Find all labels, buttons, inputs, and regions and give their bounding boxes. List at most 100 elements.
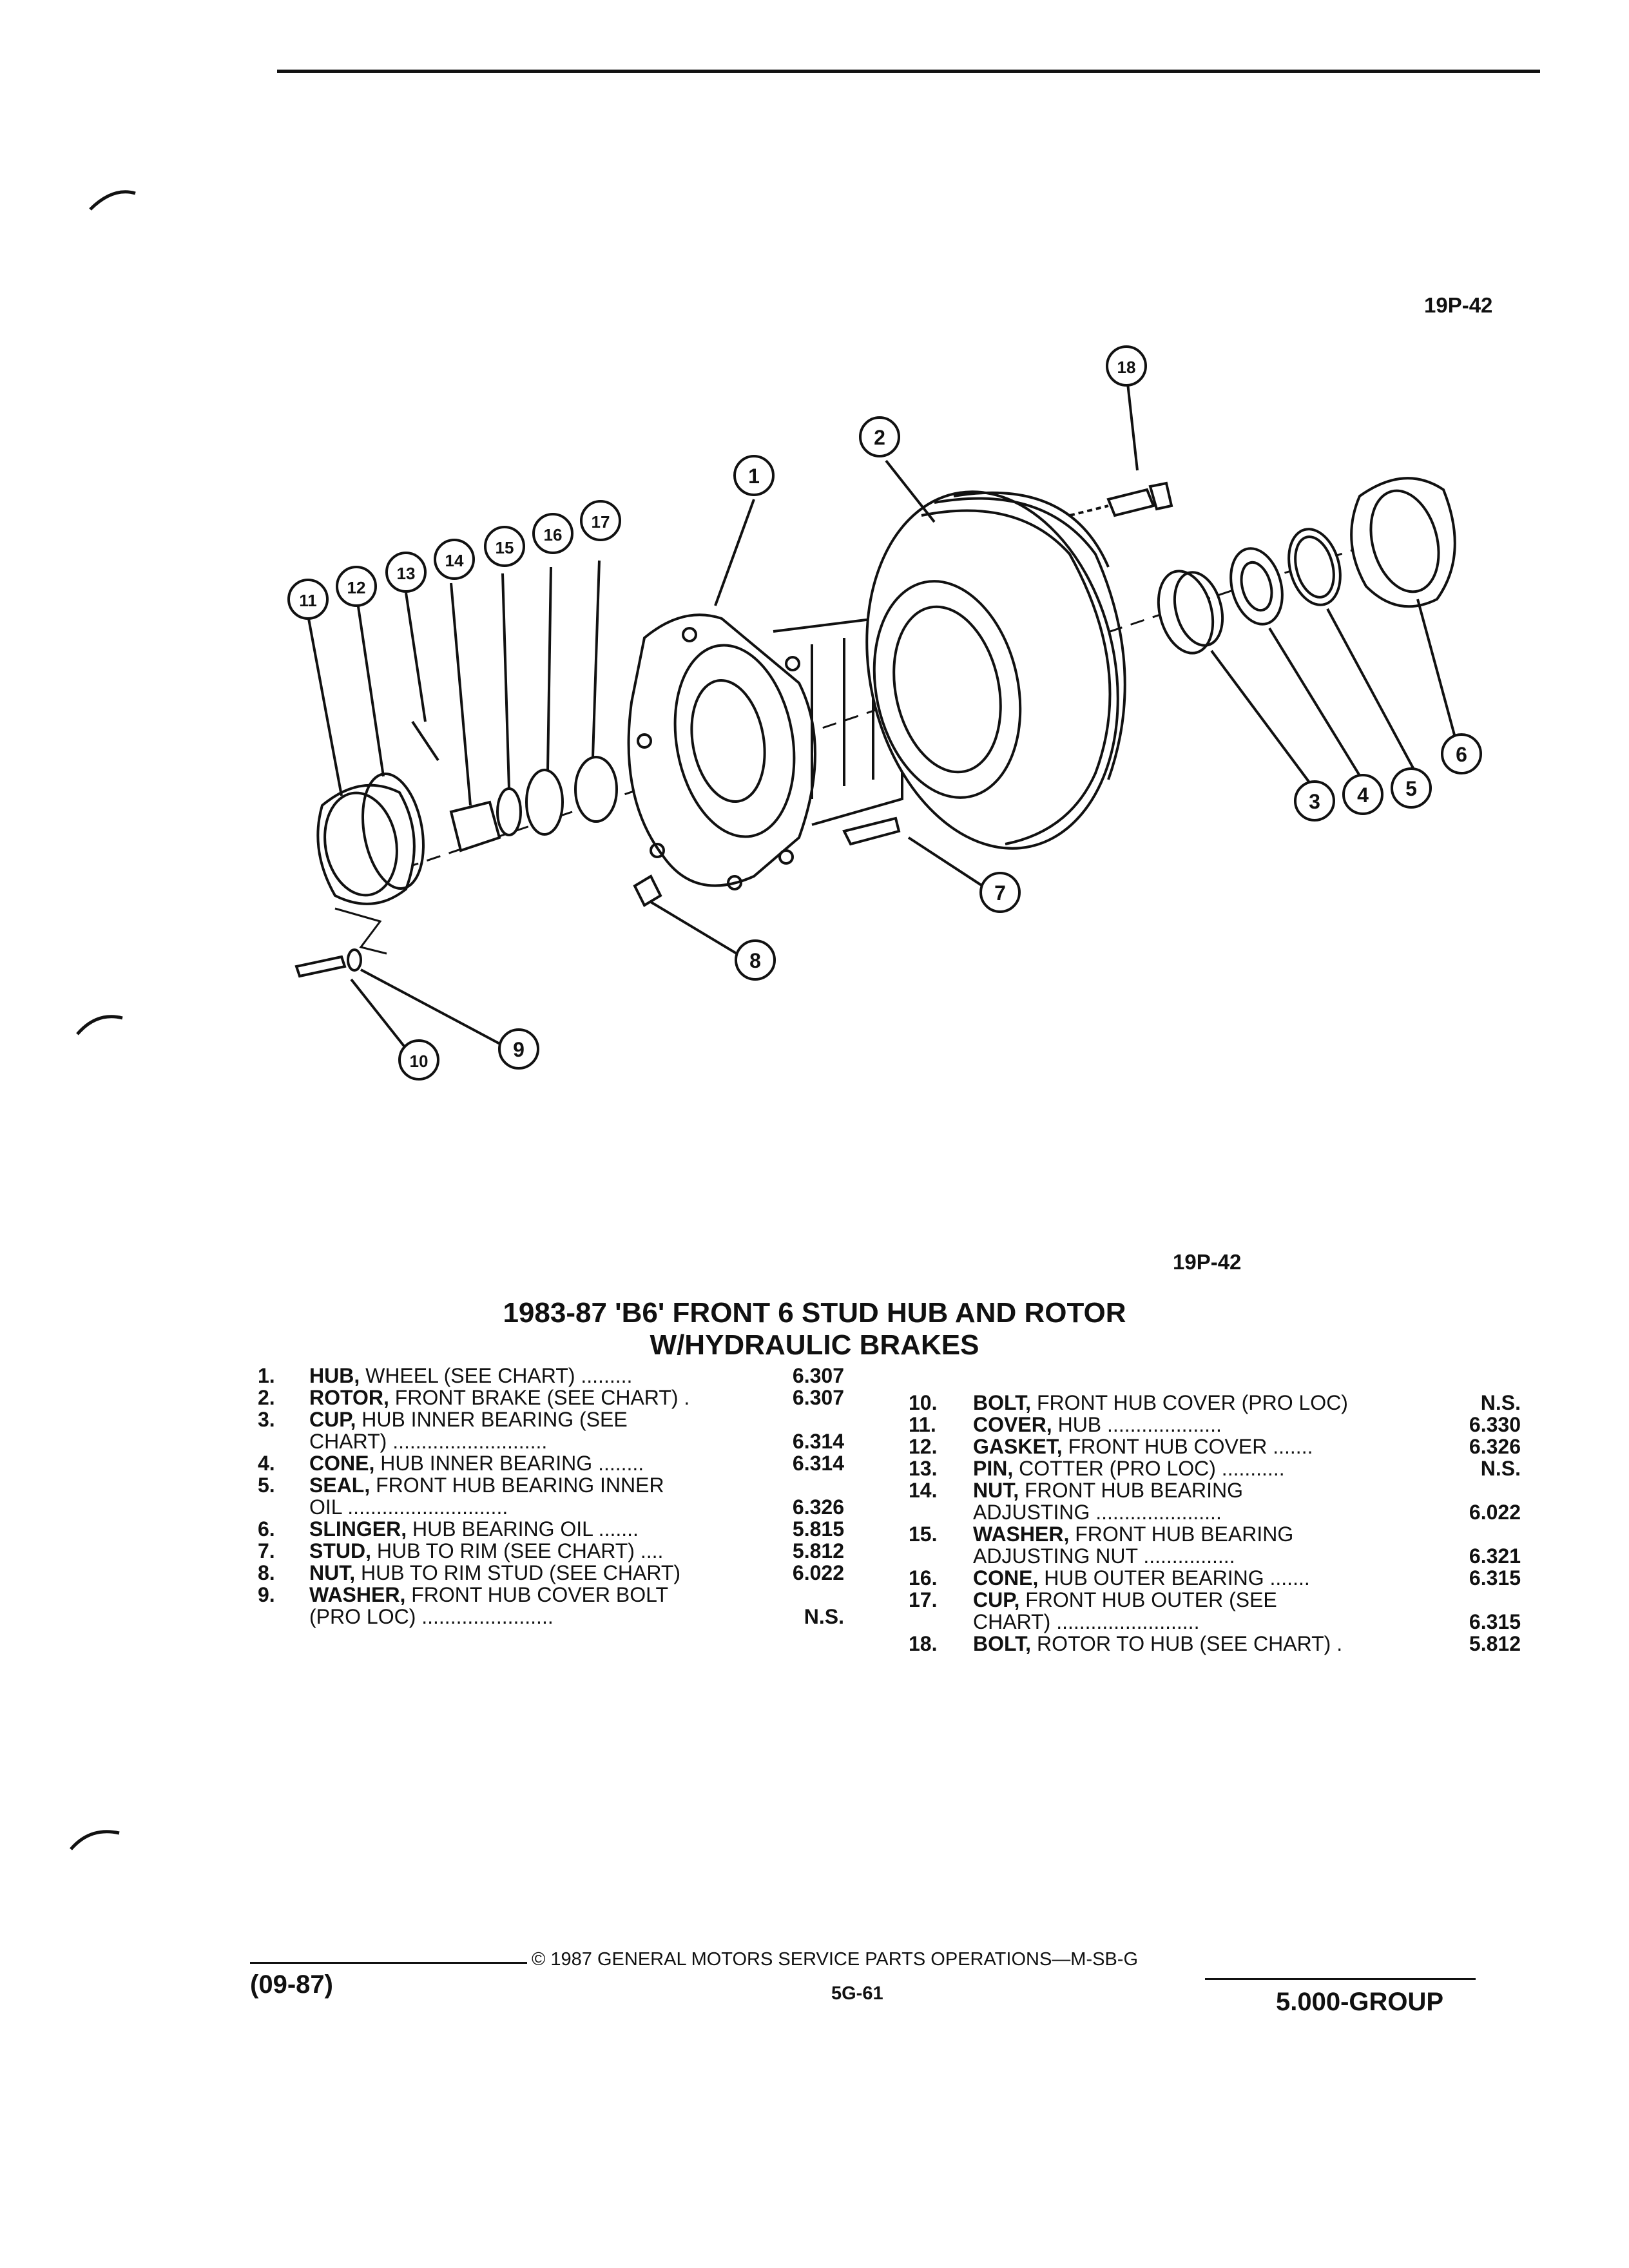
part-code: 6.315	[1469, 1610, 1521, 1633]
part-description: COTTER (PRO LOC) ...........	[1019, 1457, 1285, 1480]
part-description: HUB TO RIM (SEE CHART) ....	[376, 1539, 664, 1562]
callout-11: 11	[287, 579, 329, 620]
part-row: 8.NUT, HUB TO RIM STUD (SEE CHART)6.022	[258, 1562, 857, 1584]
exploded-diagram: 1 2 3 4 5 6 7 8 9 10 11 12 13 14 15 16 1…	[287, 345, 1482, 1081]
part-number: 5.	[258, 1474, 275, 1497]
svg-text:3: 3	[1309, 790, 1320, 813]
callout-12: 12	[336, 566, 377, 607]
part-row: 7. STUD, HUB TO RIM (SEE CHART) .... 5.812	[258, 1540, 857, 1562]
part-description: WHEEL (SEE CHART) .........	[365, 1364, 633, 1387]
part-row: 11.COVER, HUB ....................6.330	[909, 1414, 1527, 1436]
svg-text:5: 5	[1405, 777, 1417, 800]
svg-text:12: 12	[347, 578, 366, 597]
part-code: N.S.	[1480, 1391, 1521, 1414]
figure-code-bottom: 19P-42	[1173, 1250, 1242, 1274]
part-description: FRONT HUB COVER BOLT	[411, 1583, 669, 1606]
part-description: CHART) ...........................	[309, 1430, 548, 1453]
part-name: WASHER,	[309, 1583, 406, 1606]
part-number: 17.	[909, 1588, 938, 1611]
part-code: 6.314	[792, 1430, 844, 1453]
part-name: CONE,	[973, 1566, 1039, 1590]
part-row: 1.HUB, WHEEL (SEE CHART) .........6.307	[258, 1365, 857, 1387]
callout-13: 13	[385, 552, 427, 593]
parts-list-right: 10.BOLT, FRONT HUB COVER (PRO LOC)N.S.11…	[909, 1392, 1527, 1701]
part-number: 15.	[909, 1523, 938, 1546]
part-description: FRONT HUB COVER .......	[1068, 1435, 1313, 1458]
part-name: BOLT,	[973, 1391, 1032, 1414]
part-number: 1.	[258, 1364, 275, 1387]
part-description: FRONT HUB BEARING INNER	[376, 1474, 664, 1497]
part-row: 9.WASHER, FRONT HUB COVER BOLT(PRO LOC) …	[258, 1583, 857, 1628]
part-description: ADJUSTING NUT ................	[973, 1544, 1235, 1568]
callout-5: 5	[1391, 767, 1432, 809]
figure-code-top: 19P-42	[1424, 293, 1493, 317]
part-description: ROTOR TO HUB (SEE CHART) .	[1036, 1632, 1343, 1655]
callout-3: 3	[1294, 780, 1335, 822]
part-row: 10.BOLT, FRONT HUB COVER (PRO LOC)N.S.	[909, 1392, 1527, 1414]
part-code: 6.326	[1469, 1435, 1521, 1458]
part-name: ROTOR,	[309, 1386, 389, 1409]
callout-7: 7	[979, 872, 1021, 913]
part-number: 7.	[258, 1539, 275, 1562]
part-number: 18.	[909, 1632, 938, 1655]
binder-marks	[70, 190, 136, 1850]
part-code: N.S.	[804, 1605, 844, 1628]
part-number: 14.	[909, 1479, 938, 1502]
part-code: 5.812	[1469, 1632, 1521, 1655]
part-number: 2.	[258, 1386, 275, 1409]
svg-text:9: 9	[513, 1038, 525, 1061]
svg-text:14: 14	[445, 551, 464, 570]
part-name: GASKET,	[973, 1435, 1063, 1458]
part-row: 4.CONE, HUB INNER BEARING ........6.314	[258, 1452, 857, 1474]
part-code: 5.812	[792, 1539, 844, 1562]
svg-text:6: 6	[1456, 743, 1467, 766]
part-code: 6.326	[792, 1495, 844, 1519]
footer-rule-right	[1205, 1978, 1476, 1980]
part-name: HUB,	[309, 1364, 360, 1387]
part-name: BOLT,	[973, 1632, 1032, 1655]
part-number: 9.	[258, 1583, 275, 1606]
part-name: SLINGER,	[309, 1517, 407, 1541]
part-number: 3.	[258, 1408, 275, 1431]
callout-1: 1	[733, 455, 775, 496]
svg-text:2: 2	[874, 426, 885, 449]
svg-text:11: 11	[299, 591, 317, 610]
callout-10: 10	[398, 1039, 439, 1081]
svg-text:17: 17	[592, 512, 610, 532]
callout-6: 6	[1441, 733, 1482, 774]
part-number: 12.	[909, 1435, 938, 1458]
callout-16: 16	[532, 513, 574, 554]
callout-8: 8	[735, 939, 776, 981]
part-name: STUD,	[309, 1539, 371, 1562]
footer-page-number: 5G-61	[831, 1983, 883, 2004]
part-code: 6.022	[792, 1561, 844, 1584]
top-rule	[277, 70, 1540, 73]
part-description: HUB BEARING OIL .......	[412, 1517, 639, 1541]
svg-text:15: 15	[496, 538, 514, 557]
part-code: 6.315	[1469, 1566, 1521, 1590]
part-number: 11.	[909, 1413, 936, 1436]
part-description: HUB INNER BEARING (SEE	[361, 1408, 628, 1431]
part-description: FRONT HUB BEARING	[1075, 1523, 1294, 1546]
part-description: OIL ............................	[309, 1495, 508, 1519]
part-row: 2.ROTOR, FRONT BRAKE (SEE CHART) .6.307	[258, 1387, 857, 1408]
part-description: HUB OUTER BEARING .......	[1044, 1566, 1310, 1590]
part-name: CONE,	[309, 1452, 375, 1475]
part-number: 10.	[909, 1391, 938, 1414]
svg-text:7: 7	[994, 881, 1006, 905]
part-row: 12. GASKET, FRONT HUB COVER ....... 6.326	[909, 1436, 1527, 1457]
svg-text:18: 18	[1117, 358, 1136, 377]
callout-15: 15	[484, 526, 525, 567]
callout-14: 14	[434, 539, 475, 580]
callout-17: 17	[580, 500, 621, 541]
part-name: SEAL,	[309, 1474, 371, 1497]
part-description: HUB ....................	[1057, 1413, 1222, 1436]
footer-date: (09-87)	[250, 1970, 333, 1999]
callout-2: 2	[859, 416, 900, 457]
part-name: NUT,	[309, 1561, 356, 1584]
